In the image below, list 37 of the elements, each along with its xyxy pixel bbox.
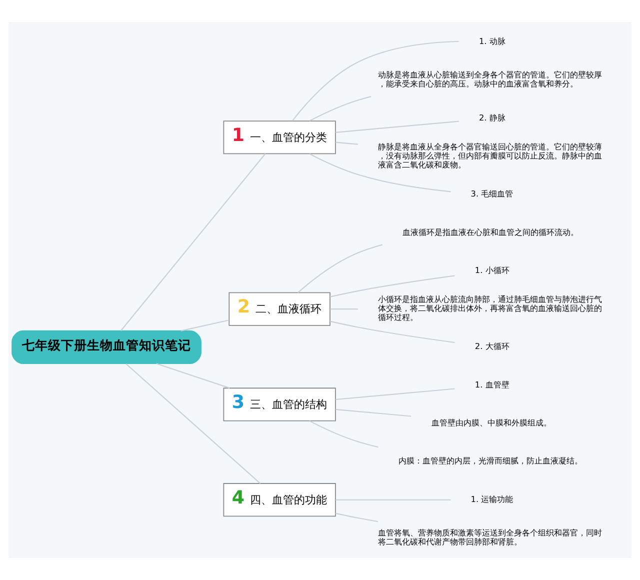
node-text: 血管将氧、营养物质和激素等运送到全身各个组织和器官，同时将二氧化碳和代谢产物带回肺部和肾脏。 (378, 527, 602, 547)
connector (292, 40, 459, 122)
connector (126, 363, 261, 484)
node-box: 七年级下册生物血管知识笔记 (12, 330, 202, 364)
connector (330, 320, 455, 344)
node-box: 2 二、血液循环 (228, 292, 330, 326)
node-text: 血管壁由内膜、中膜和外膜组成。 (431, 418, 552, 428)
node-text: 动脉是将血液从心脏输送到全身各个器官的管道。它们的壁较厚，能承受来自心脏的高压。动脉中的血液富含氧和养分。 (378, 70, 602, 89)
connector (336, 120, 459, 133)
node-text: 小循环是指血液从心脏流向肺部，通过肺毛细血管与肺泡进行气体交换，将二氧化碳排出体外，再将富含氧的血液输送回心脏的循环过程。 (378, 294, 602, 322)
connector (180, 320, 230, 332)
node-text: 2. 静脉 (478, 112, 506, 122)
node-text: 3. 毛细血管 (470, 188, 514, 199)
node-text: 1. 小循环 (474, 264, 510, 275)
connector (297, 244, 383, 294)
node-box: 3 三、血管的结构 (223, 388, 336, 422)
connector (336, 388, 455, 400)
node-text: 2. 大循环 (474, 341, 510, 352)
connector (336, 499, 451, 500)
node-text: 1. 动脉 (478, 36, 506, 46)
node-text: 1. 运输功能 (470, 494, 514, 504)
connector (330, 275, 455, 298)
node-box: 4 四、血管的功能 (223, 483, 336, 517)
connector (335, 512, 378, 522)
node-text: 内膜：血管壁的内层，光滑而细腻，防止血液凝结。 (398, 456, 583, 466)
node-text: 1. 血管壁 (474, 379, 510, 390)
connector (336, 142, 358, 145)
node-text: 静脉是将血液从全身各个器官输送回心脏的管道。它们的壁较薄，没有动脉那么弹性，但内部有瓣膜可以防止反流。静脉中的血液富含二氧化碳和废物。 (378, 141, 602, 170)
connector (336, 408, 412, 417)
node-box: 1 一、血管的分类 (223, 120, 336, 154)
connector (330, 308, 358, 310)
connector (120, 153, 266, 332)
connector (309, 153, 451, 192)
connector (309, 96, 372, 122)
connector (156, 363, 230, 389)
node-text: 血液循环是指血液在心脏和血管之间的循环流动。 (402, 226, 579, 237)
connector (309, 420, 378, 448)
